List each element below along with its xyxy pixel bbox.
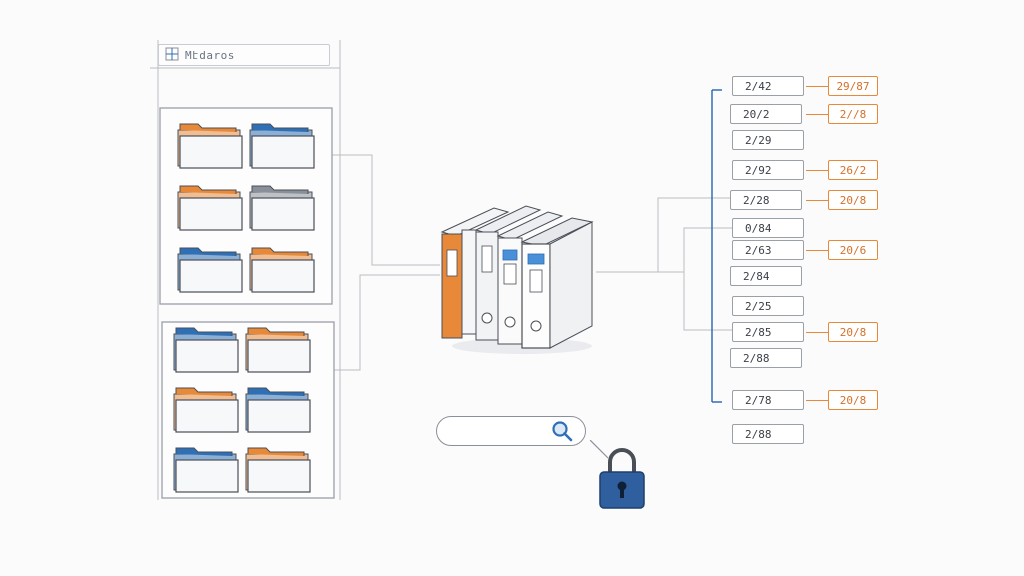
folder-icon[interactable] — [173, 387, 239, 433]
tag-connector — [806, 332, 828, 333]
folder-icon[interactable] — [173, 327, 239, 373]
folder-icon[interactable] — [177, 123, 243, 169]
folder-icon[interactable] — [173, 447, 239, 493]
tag-connector — [806, 114, 828, 115]
tag-connector — [806, 170, 828, 171]
tag-connector — [806, 400, 828, 401]
date-entry[interactable]: 2/92 — [732, 160, 804, 180]
folder-icon[interactable] — [177, 185, 243, 231]
date-entry[interactable]: 20/2 — [730, 104, 802, 124]
folder-icon[interactable] — [245, 447, 311, 493]
date-entry[interactable]: 2/88 — [732, 424, 804, 444]
folder-icon[interactable] — [177, 247, 243, 293]
date-tag[interactable]: 2//8 — [828, 104, 878, 124]
tag-connector — [806, 250, 828, 251]
date-entry[interactable]: 2/78 — [732, 390, 804, 410]
date-entry[interactable]: 2/63 — [732, 240, 804, 260]
date-entry[interactable]: 2/42 — [732, 76, 804, 96]
folder-icon[interactable] — [249, 247, 315, 293]
folder-icon[interactable] — [249, 185, 315, 231]
date-tag[interactable]: 26/2 — [828, 160, 878, 180]
title-tab-label: Mէdaros — [185, 48, 235, 62]
date-entry[interactable]: 0/84 — [732, 218, 804, 238]
padlock-icon — [589, 439, 654, 516]
grid-icon — [165, 46, 179, 65]
date-entry[interactable]: 2/85 — [732, 322, 804, 342]
date-tag[interactable]: 20/8 — [828, 322, 878, 342]
date-tag[interactable]: 20/8 — [828, 390, 878, 410]
date-bracket — [711, 89, 722, 403]
date-entry[interactable]: 2/28 — [730, 190, 802, 210]
folder-icon[interactable] — [249, 123, 315, 169]
binders-icon — [430, 190, 600, 360]
date-entry[interactable]: 2/25 — [732, 296, 804, 316]
date-entry[interactable]: 2/88 — [730, 348, 802, 368]
title-tab[interactable]: Mէdaros — [158, 44, 330, 66]
date-tag[interactable]: 20/8 — [828, 190, 878, 210]
tag-connector — [806, 200, 828, 201]
folder-icon[interactable] — [245, 327, 311, 373]
folder-icon[interactable] — [245, 387, 311, 433]
search-input[interactable] — [436, 416, 586, 446]
date-tag[interactable]: 20/6 — [828, 240, 878, 260]
date-entry[interactable]: 2/29 — [732, 130, 804, 150]
date-tag[interactable]: 29/87 — [828, 76, 878, 96]
tag-connector — [806, 86, 828, 87]
date-entry[interactable]: 2/84 — [730, 266, 802, 286]
search-icon[interactable] — [551, 420, 573, 446]
